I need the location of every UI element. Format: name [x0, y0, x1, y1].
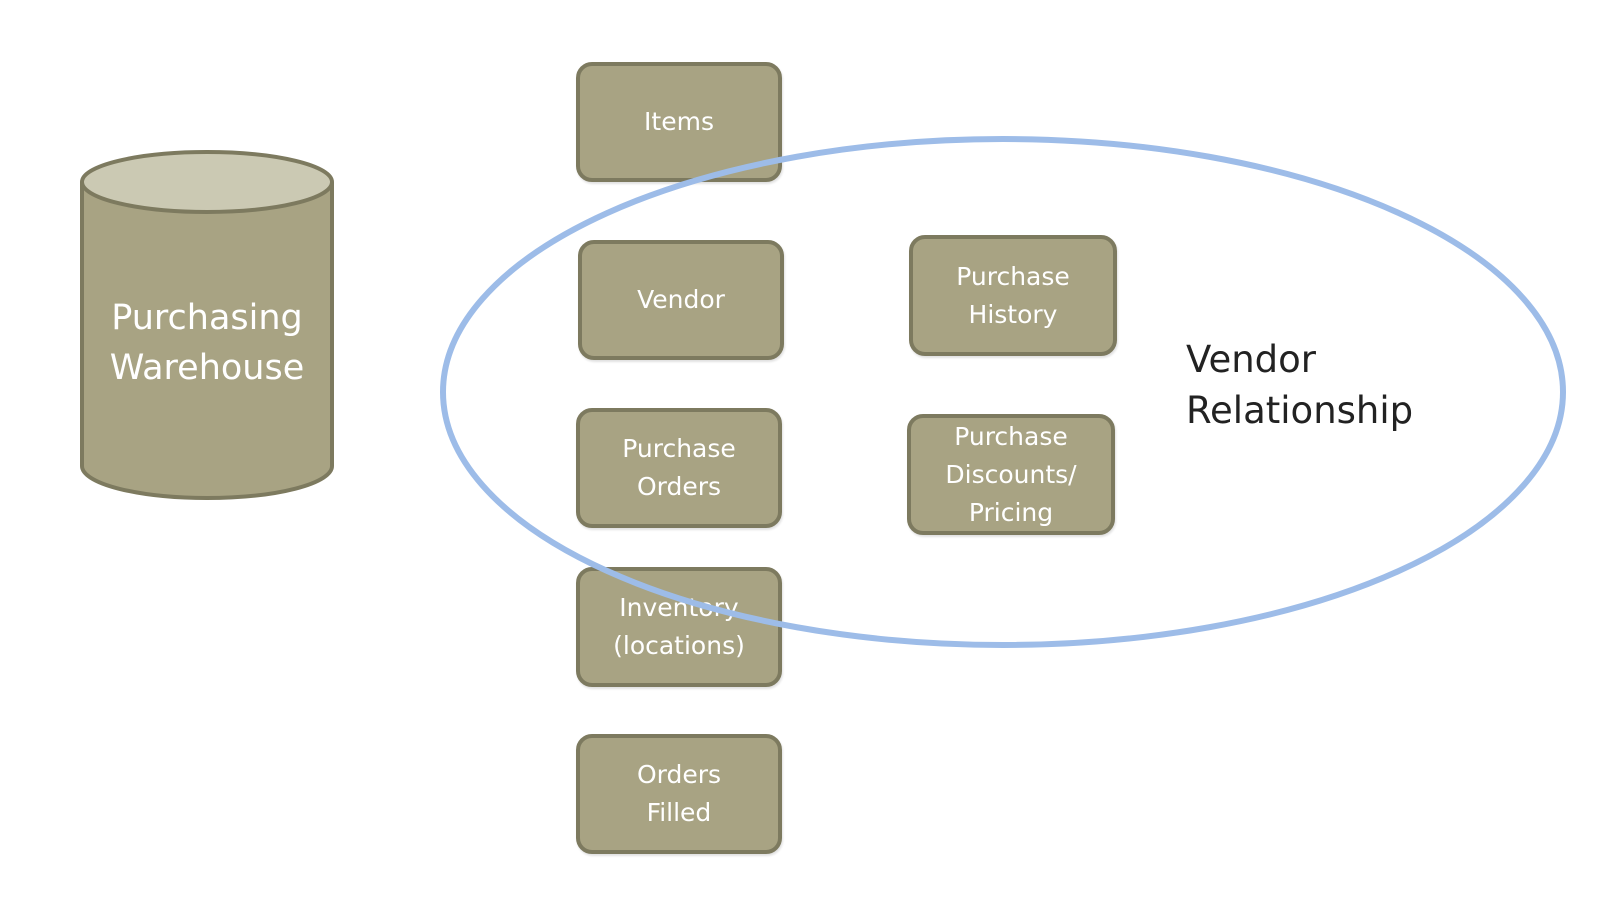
vendor-relationship-label: Vendor Relationship [1186, 338, 1414, 432]
entity-label: Purchase Orders [622, 434, 736, 501]
database-cylinder-icon [80, 150, 334, 500]
entity-label: Purchase Discounts/ Pricing [945, 421, 1077, 527]
entity-purchase-discounts: Purchase Discounts/ Pricing [907, 414, 1115, 535]
entity-label: Vendor [637, 285, 725, 314]
entity-label: Purchase History [956, 261, 1070, 329]
entity-label: Items [644, 107, 714, 136]
entity-orders-filled: Orders Filled [576, 734, 782, 854]
entity-label: Orders Filled [636, 760, 722, 827]
database-label: Purchasing Warehouse [109, 298, 305, 388]
entity-purchase-orders: Purchase Orders [576, 408, 782, 528]
entity-items: Items [576, 62, 782, 182]
entity-purchase-history: Purchase History [909, 235, 1117, 356]
purchasing-warehouse-database: Purchasing Warehouse [78, 148, 336, 502]
entity-label: Inventory (locations) [613, 593, 745, 660]
entity-vendor: Vendor [578, 240, 784, 360]
entity-inventory: Inventory (locations) [576, 567, 782, 687]
